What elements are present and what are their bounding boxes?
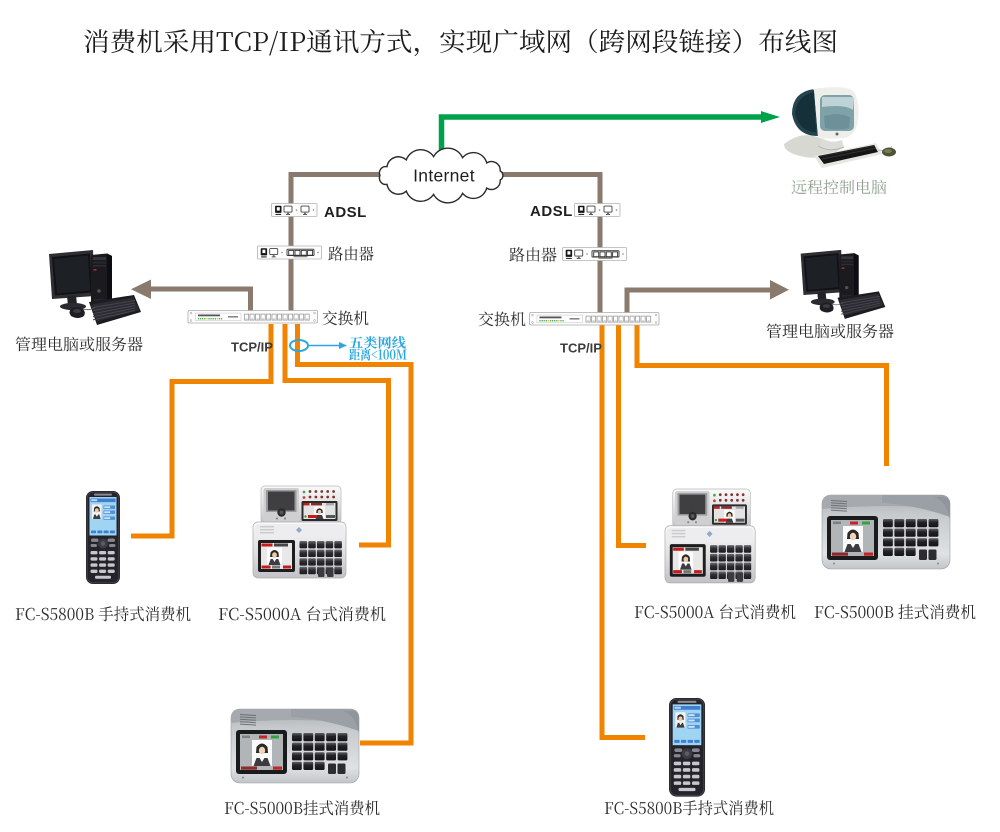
svg-text:ADSL: ADSL	[324, 204, 367, 221]
svg-text:TCP/IP: TCP/IP	[231, 340, 273, 355]
svg-text:ADSL: ADSL	[530, 203, 573, 220]
svg-text:Internet: Internet	[413, 166, 475, 186]
svg-text:TCP/IP: TCP/IP	[560, 341, 602, 356]
